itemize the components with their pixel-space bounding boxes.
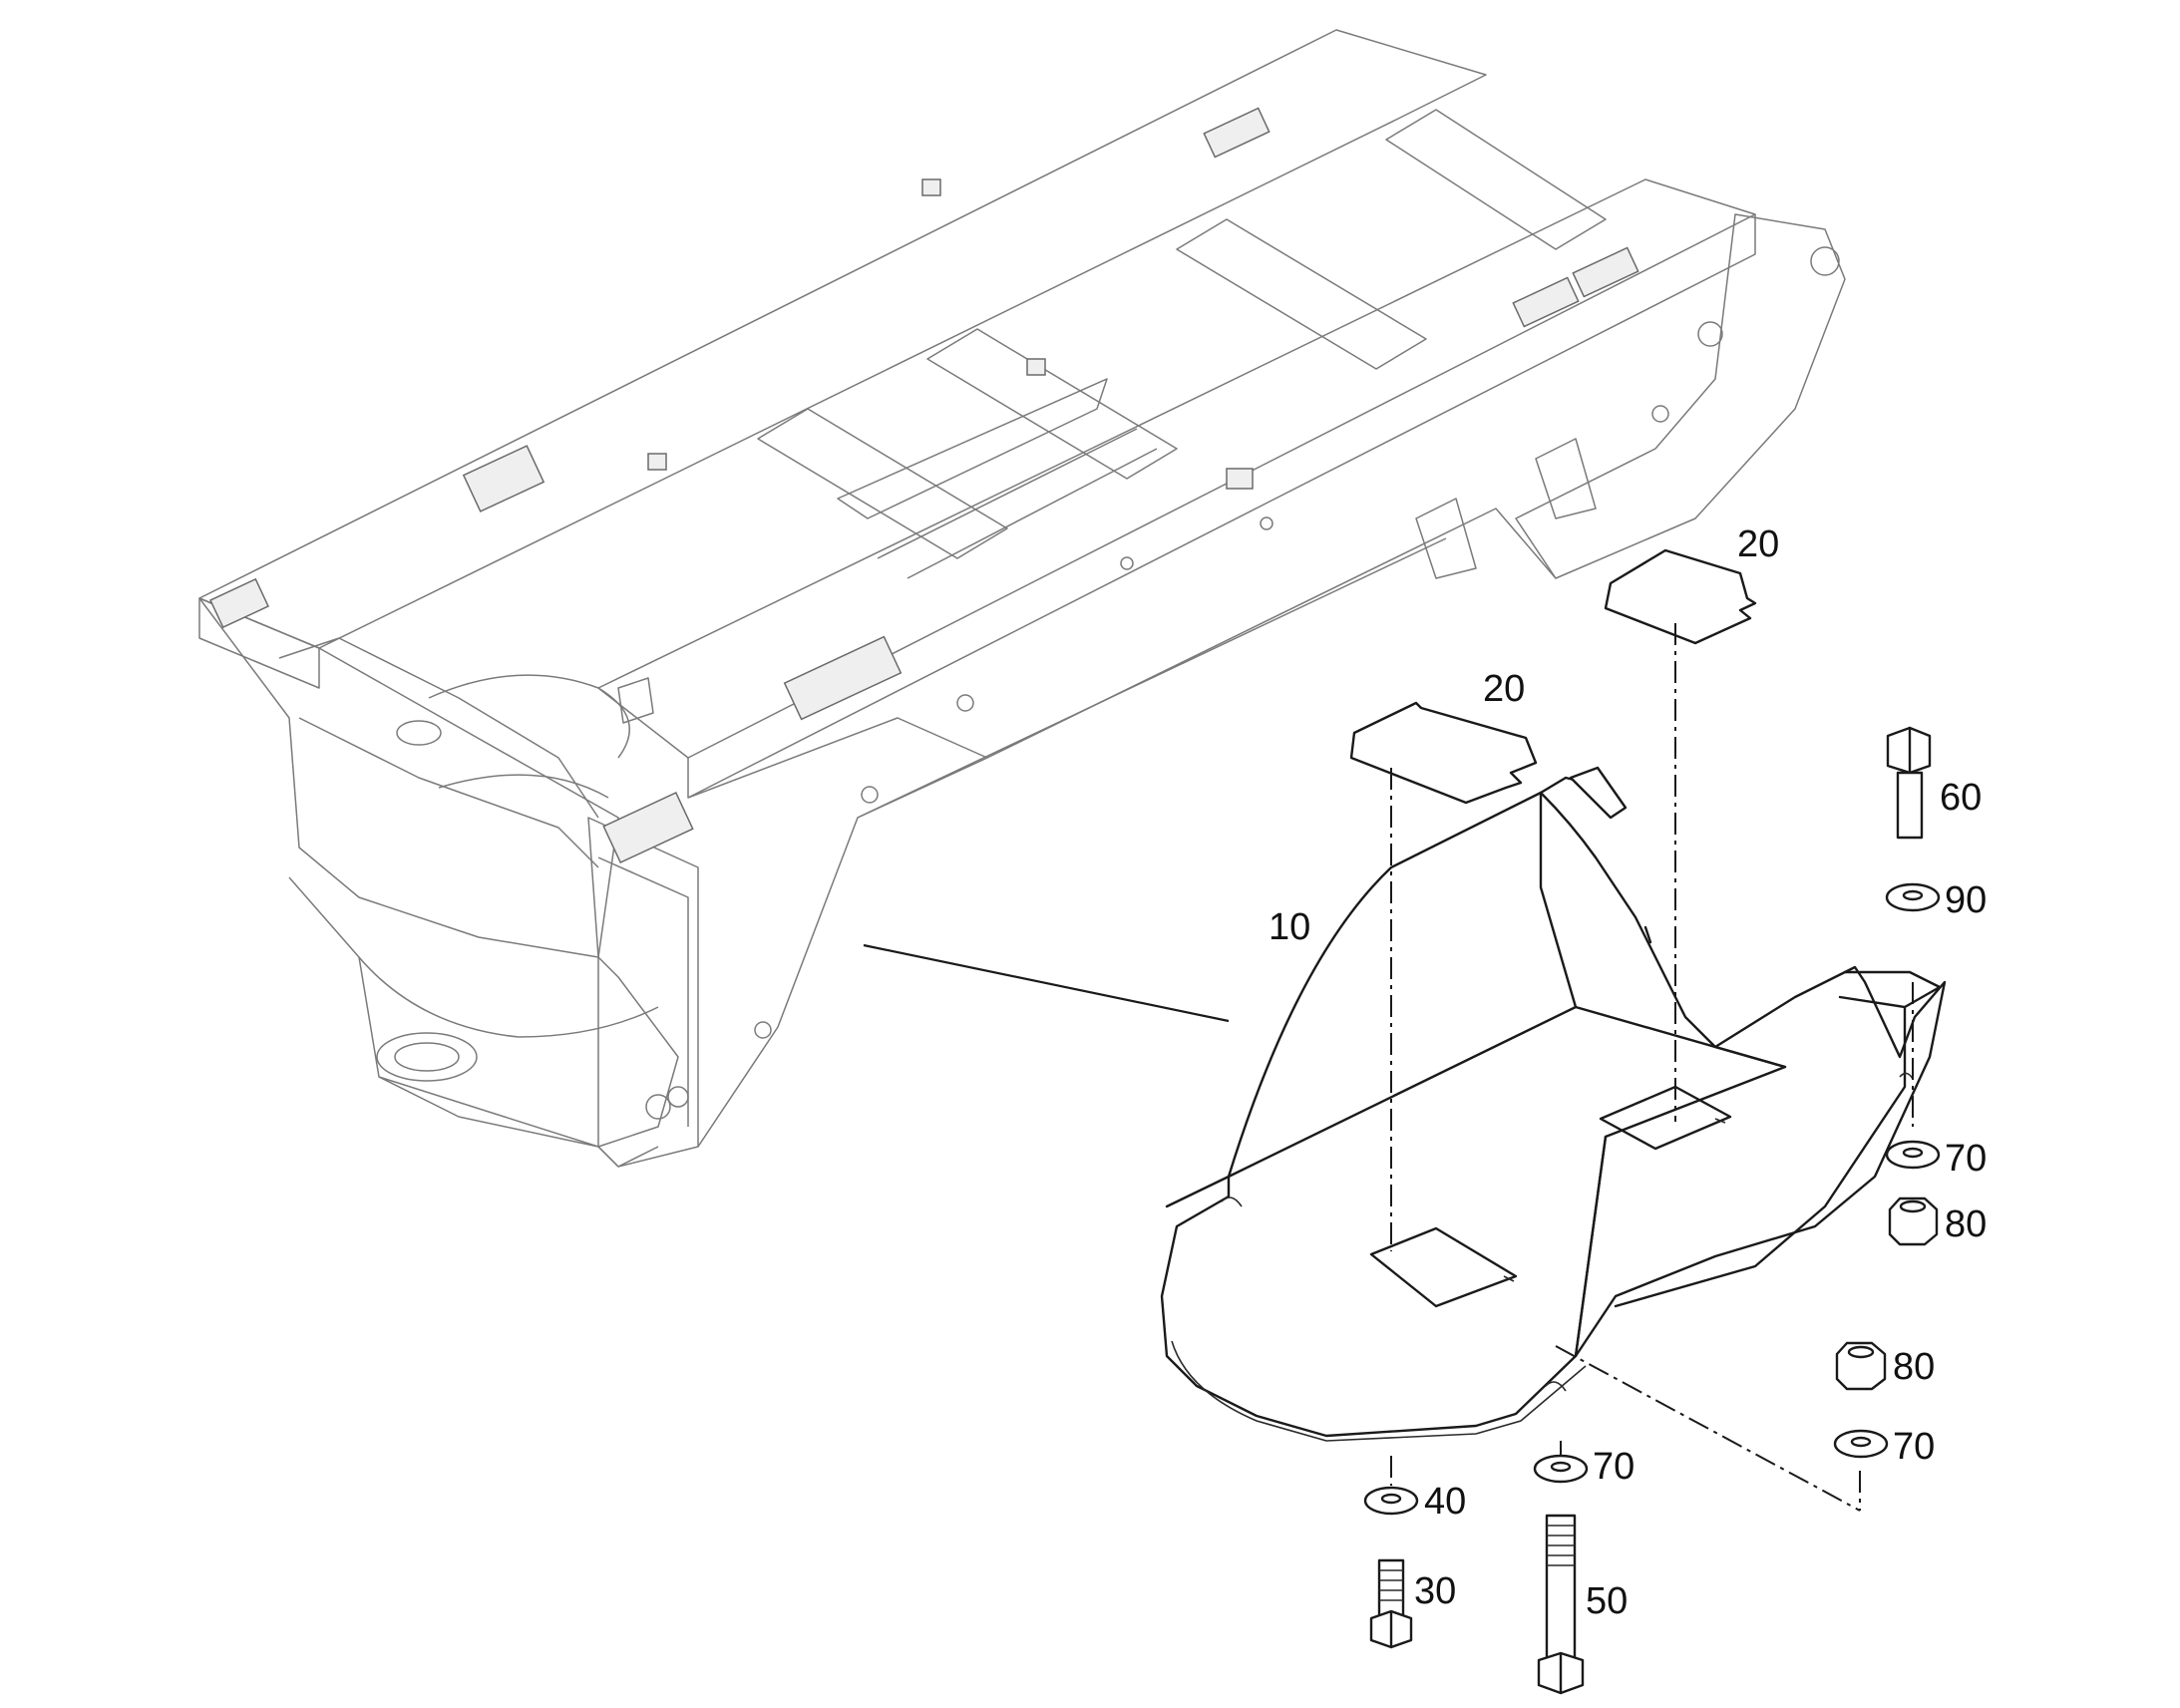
- callout-90: 90: [1945, 879, 1987, 921]
- callout-20-right: 20: [1737, 523, 1779, 565]
- bolt-60: [1886, 726, 1932, 840]
- washer-70-center: [1533, 1454, 1589, 1484]
- nut-80-lower: [1835, 1341, 1887, 1391]
- bolt-30: [1369, 1558, 1413, 1649]
- vehicle-frame: [198, 29, 1846, 1168]
- nut-80-upper: [1888, 1196, 1939, 1246]
- washer-40: [1363, 1486, 1419, 1516]
- callout-70-center: 70: [1593, 1446, 1635, 1488]
- cover-plate-1: [1349, 701, 1538, 805]
- callout-70-lower: 70: [1893, 1426, 1935, 1468]
- washer-70-upper: [1885, 1140, 1941, 1170]
- callout-30: 30: [1414, 1570, 1456, 1612]
- washer-90: [1885, 882, 1941, 912]
- assembly-line-4: [1555, 1345, 1861, 1512]
- callout-80-lower: 80: [1893, 1346, 1935, 1388]
- bolt-50: [1537, 1514, 1585, 1695]
- callout-20-left: 20: [1483, 668, 1525, 710]
- frame-leader-line: [863, 943, 1230, 1023]
- callout-40: 40: [1424, 1481, 1466, 1523]
- cover-plate-2: [1604, 548, 1757, 645]
- washer-70-lower: [1833, 1429, 1889, 1459]
- callout-60: 60: [1940, 777, 1982, 819]
- guard-assembly: [1160, 766, 1947, 1442]
- callout-50: 50: [1586, 1580, 1628, 1622]
- callout-80-upper: 80: [1945, 1203, 1987, 1245]
- callout-70-upper: 70: [1945, 1138, 1987, 1180]
- callout-10: 10: [1269, 906, 1310, 948]
